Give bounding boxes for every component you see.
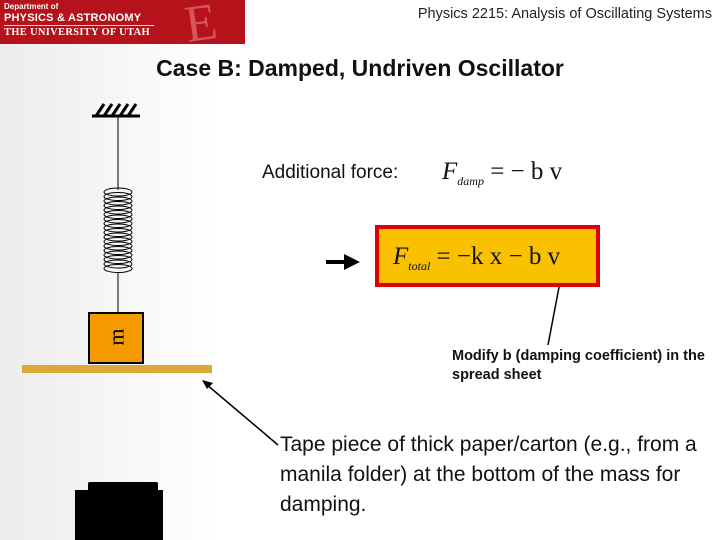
spring-coil-icon: [103, 116, 133, 314]
spring-coil: [103, 192, 133, 201]
motion-detector-icon: [75, 482, 163, 540]
mass-label: m: [103, 328, 129, 346]
spring-coil: [103, 255, 133, 264]
right-arrow-icon: [326, 254, 360, 270]
spring-coil: [103, 250, 133, 260]
modify-b-note: Modify b (damping coefficient) in the sp…: [452, 348, 705, 383]
spring-coil: [103, 196, 133, 206]
spring-coil: [103, 187, 133, 197]
spring-coil: [103, 246, 133, 255]
spring-coil: [103, 259, 133, 269]
course-header: Physics 2215: Analysis of Oscillating Sy…: [417, 6, 712, 22]
spring-coil: [103, 219, 133, 228]
total-force-box: Ftotal = −k x − b v: [375, 225, 600, 287]
logo-rule: [4, 25, 154, 26]
spring-coil: [103, 201, 133, 210]
spring-coil: [103, 237, 133, 246]
tape-instruction: Tape piece of thick paper/carton (e.g., …: [280, 433, 697, 516]
spring-coil: [103, 232, 133, 242]
damping-force-equation: Fdamp = − b v: [442, 158, 563, 188]
damping-force-subscript: damp: [457, 174, 484, 188]
total-force-symbol: F: [393, 243, 409, 270]
damping-force-symbol: F: [442, 158, 458, 185]
spring-coil: [103, 214, 133, 224]
spring-coil: [103, 210, 133, 219]
ceiling-hatch-icon: [92, 103, 140, 118]
additional-force-label: Additional force:: [262, 162, 399, 183]
logo-physics-line: PHYSICS & ASTRONOMY: [4, 12, 142, 24]
spring-coil: [103, 228, 133, 237]
spring-coil: [103, 223, 133, 233]
total-force-rhs: = −k x − b v: [436, 243, 561, 270]
logo-dept-line: Department of: [4, 2, 59, 11]
total-force-equation: Ftotal = −k x − b v: [393, 243, 561, 273]
damping-card: [22, 365, 212, 373]
logo-university-line: THE UNIVERSITY OF UTAH: [4, 27, 150, 38]
slide-title: Case B: Damped, Undriven Oscillator: [156, 55, 564, 81]
total-force-subscript: total: [408, 259, 431, 273]
spring-coil: [103, 205, 133, 215]
department-logo: Department of PHYSICS & ASTRONOMY THE UN…: [0, 0, 245, 44]
tape-pointer-line: [202, 380, 279, 446]
damping-force-rhs: = − b v: [490, 158, 563, 185]
mass-block: m: [88, 312, 144, 364]
spring-coil: [103, 241, 133, 251]
